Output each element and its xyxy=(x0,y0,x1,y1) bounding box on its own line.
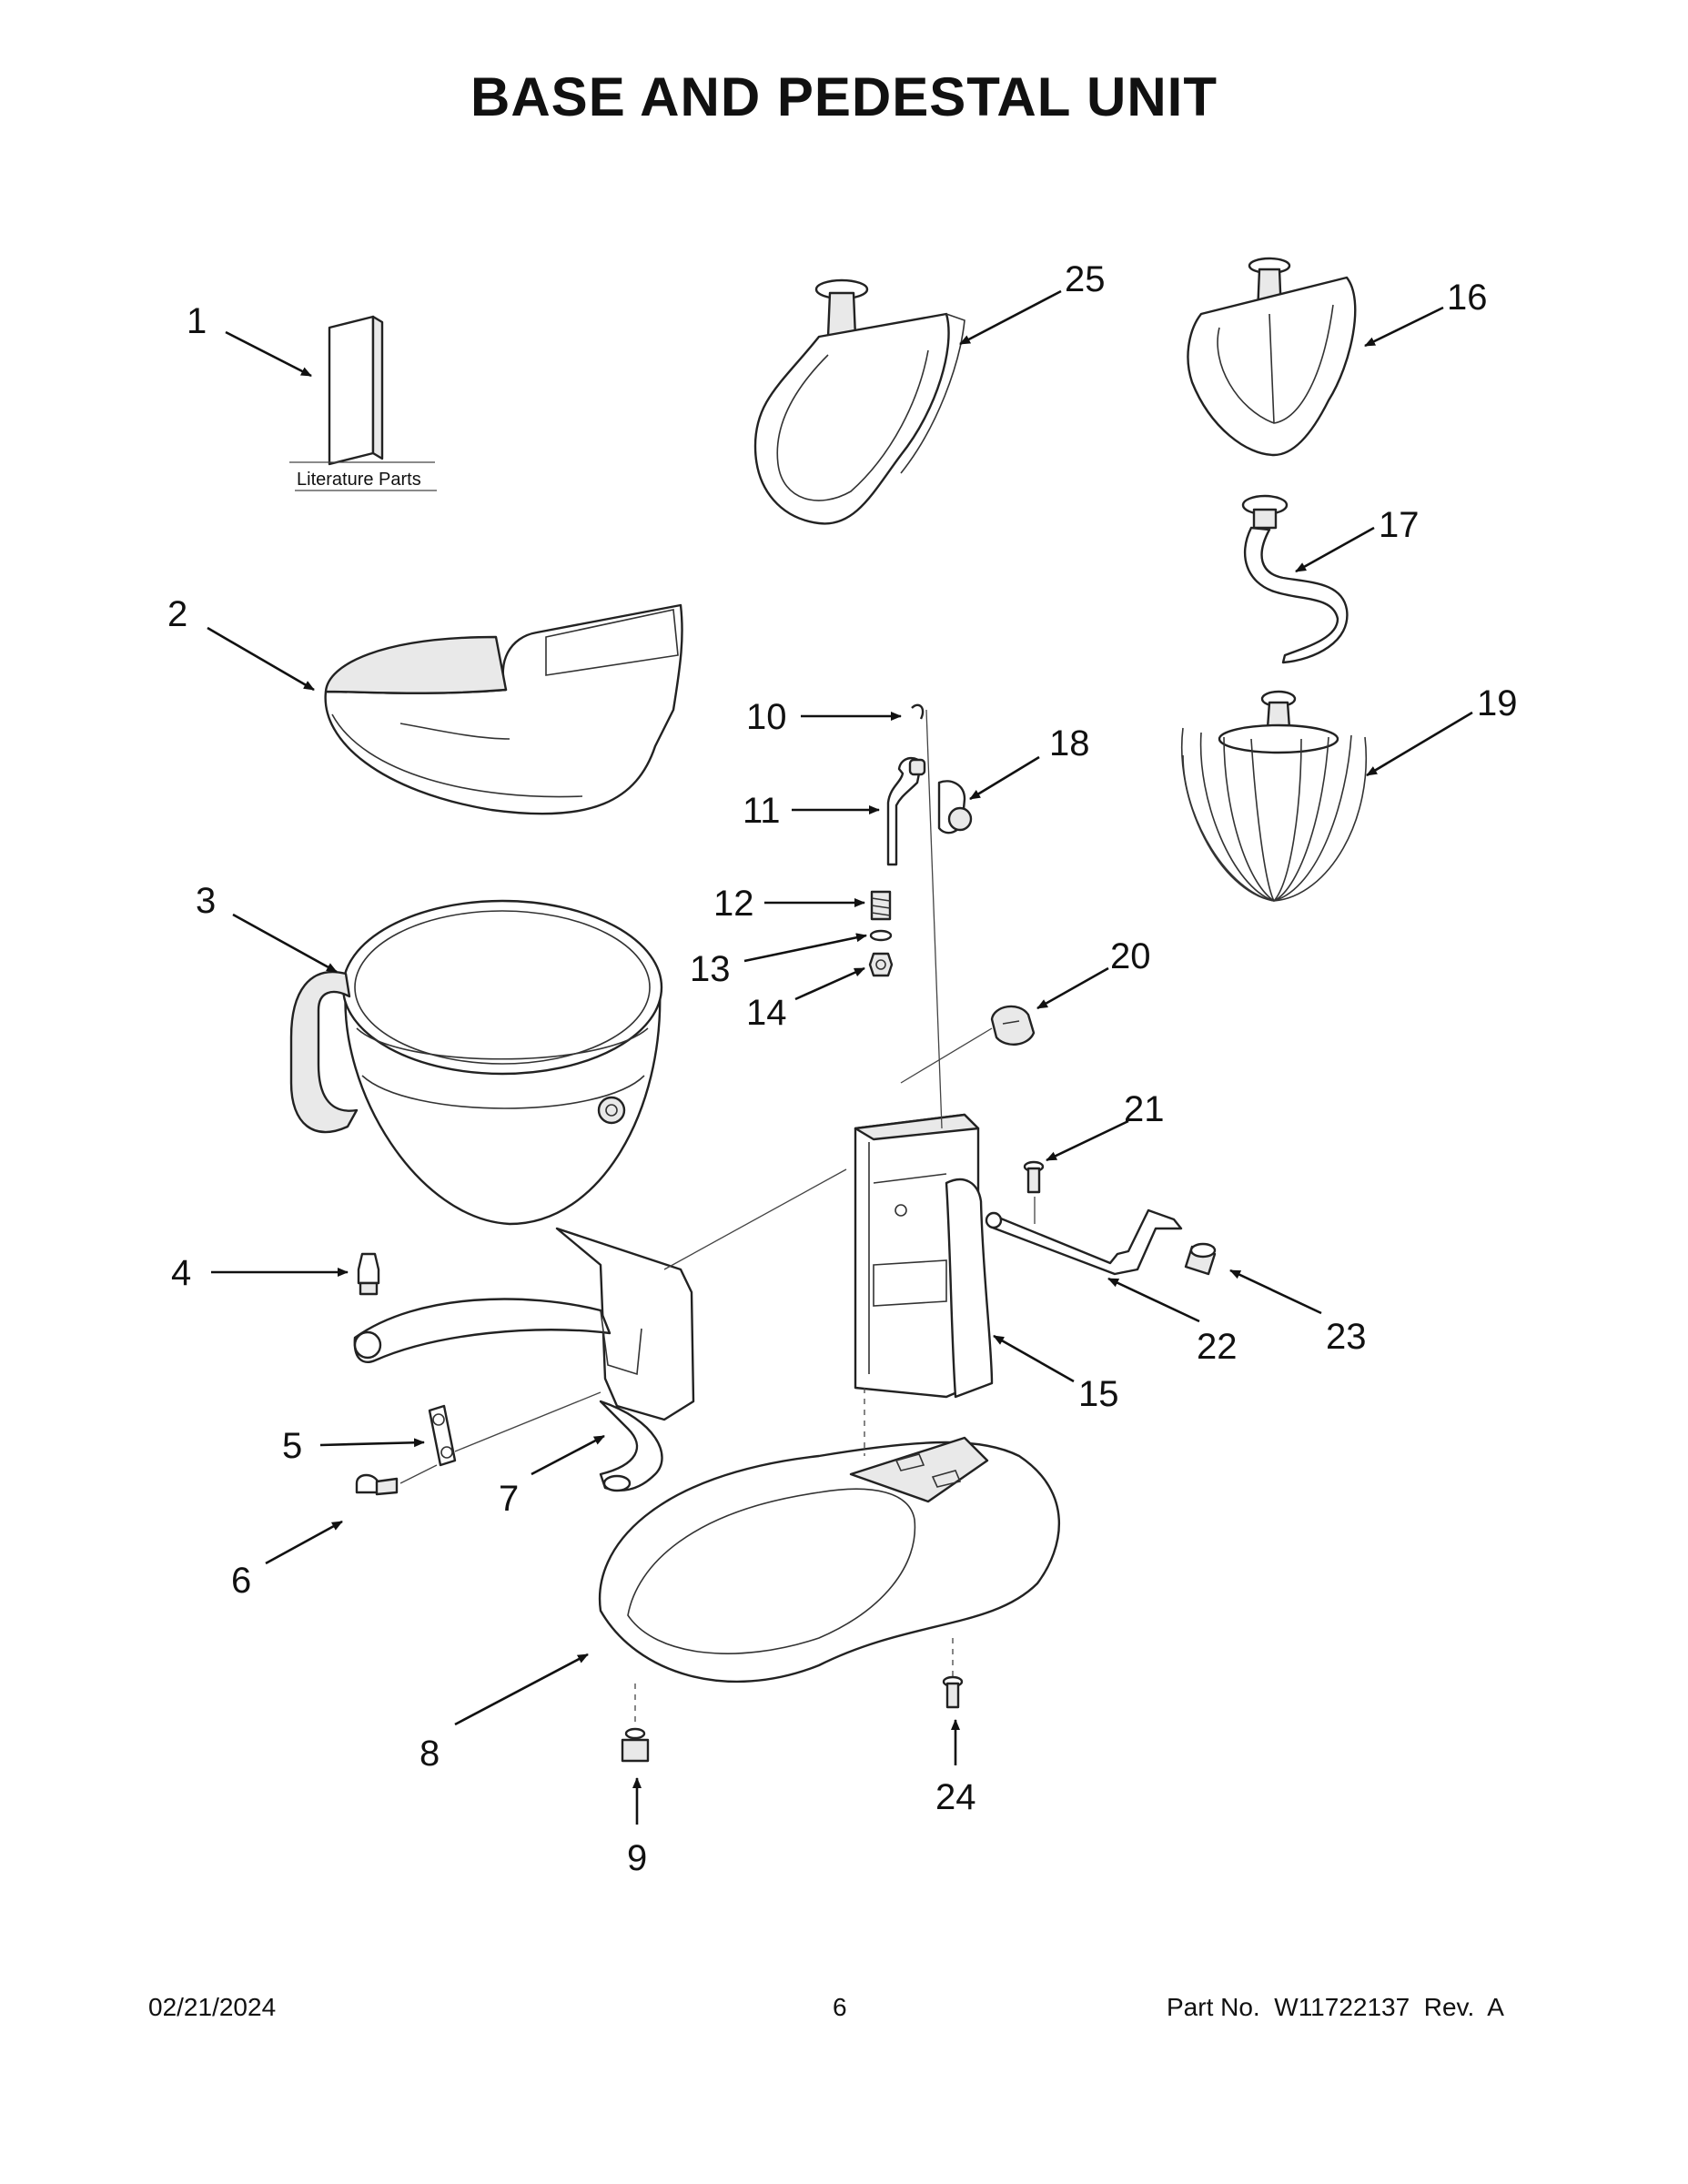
leader-2 xyxy=(207,626,315,692)
callout-21: 21 xyxy=(1124,1089,1165,1129)
leader-7 xyxy=(531,1434,605,1476)
flex-edge-beater xyxy=(753,278,965,525)
leader-20 xyxy=(1036,966,1109,1010)
crank-end-cap xyxy=(1184,1242,1217,1276)
bowl-support-arm xyxy=(353,1227,695,1492)
leader-18 xyxy=(969,755,1040,801)
mixer-base xyxy=(598,1436,1060,1683)
dough-hook xyxy=(1241,494,1349,664)
callout-22: 22 xyxy=(1197,1327,1238,1367)
leader-15 xyxy=(993,1334,1075,1383)
callout-numbers: 1 2 3 4 5 6 7 8 9 10 11 12 13 14 15 16 1… xyxy=(167,259,1518,1878)
callout-25: 25 xyxy=(1065,259,1106,299)
callout-17: 17 xyxy=(1379,505,1420,545)
callout-10: 10 xyxy=(746,697,787,737)
callout-3: 3 xyxy=(196,881,216,921)
callout-6: 6 xyxy=(231,1561,251,1601)
callout-1: 1 xyxy=(187,301,207,341)
arm-clamp-bracket xyxy=(428,1404,457,1467)
leader-16 xyxy=(1364,306,1444,348)
page-title: BASE AND PEDESTAL UNIT xyxy=(470,66,1218,127)
base-screw xyxy=(942,1675,964,1709)
pouring-shield xyxy=(324,603,683,815)
callout-5: 5 xyxy=(282,1426,302,1466)
literature-parts-label: Literature Parts xyxy=(297,470,421,490)
leader-8 xyxy=(454,1653,589,1726)
callout-23: 23 xyxy=(1326,1317,1367,1357)
hinge-crank-rod xyxy=(985,1208,1183,1276)
mixing-bowl xyxy=(289,899,663,1226)
footer-page-number: 6 xyxy=(833,1993,847,2021)
leader-3 xyxy=(232,913,338,974)
callout-19: 19 xyxy=(1477,683,1518,723)
leader-17 xyxy=(1295,526,1375,573)
callout-4: 4 xyxy=(171,1253,191,1293)
column-screw xyxy=(1023,1160,1045,1194)
callout-12: 12 xyxy=(713,884,754,924)
footer-date: 02/21/2024 xyxy=(148,1993,277,2021)
assembly-guide-lines xyxy=(399,709,1036,1727)
callout-24: 24 xyxy=(935,1777,976,1817)
leader-13 xyxy=(743,933,867,963)
callout-18: 18 xyxy=(1049,723,1090,763)
leader-6 xyxy=(265,1520,343,1565)
locking-lever-assembly xyxy=(868,703,973,977)
leader-21 xyxy=(1046,1119,1129,1162)
callout-leaders xyxy=(207,289,1473,1825)
leader-19 xyxy=(1366,711,1473,777)
callout-20: 20 xyxy=(1110,936,1151,976)
locating-pin xyxy=(357,1252,380,1296)
arm-screw xyxy=(355,1473,399,1496)
rubber-foot xyxy=(621,1727,650,1763)
footer-part-number: Part No. W11722137 Rev. A xyxy=(1167,1993,1504,2021)
leader-25 xyxy=(959,289,1062,346)
wire-whip xyxy=(1181,690,1367,902)
leader-14 xyxy=(794,966,865,1001)
callout-11: 11 xyxy=(743,791,781,831)
leader-23 xyxy=(1229,1269,1322,1315)
literature-parts-booklet xyxy=(289,315,435,466)
speed-control-knob xyxy=(990,1005,1036,1046)
callout-7: 7 xyxy=(499,1479,519,1519)
leader-5 xyxy=(319,1438,425,1448)
flat-beater xyxy=(1187,257,1357,457)
callout-9: 9 xyxy=(627,1838,647,1878)
callout-13: 13 xyxy=(690,949,731,989)
leader-1 xyxy=(225,330,312,378)
callout-16: 16 xyxy=(1447,278,1488,318)
pedestal-column xyxy=(854,1113,994,1399)
callout-15: 15 xyxy=(1078,1374,1119,1414)
callout-8: 8 xyxy=(419,1734,440,1774)
leader-22 xyxy=(1107,1277,1200,1323)
callout-14: 14 xyxy=(746,993,787,1033)
callout-2: 2 xyxy=(167,594,187,634)
